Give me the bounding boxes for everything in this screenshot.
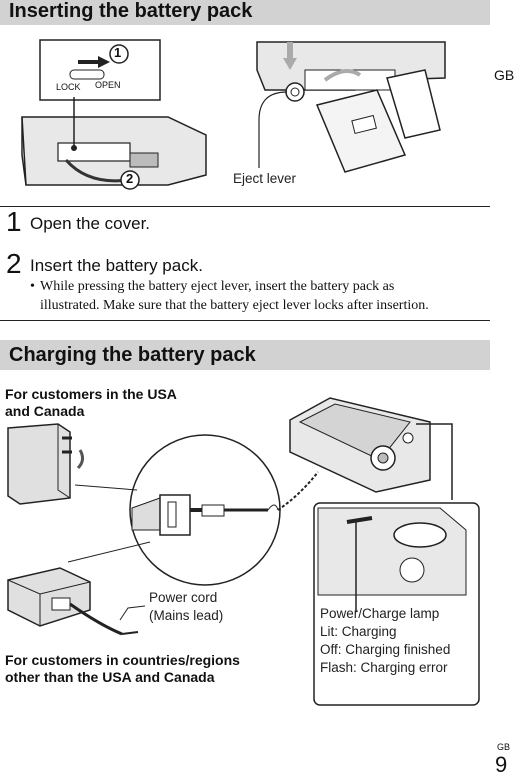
step-1-number: 1	[6, 206, 22, 237]
usa-label-line-2: and Canada	[5, 403, 85, 419]
section-header-inserting: Inserting the battery pack	[0, 0, 490, 25]
other-label-line-2: other than the USA and Canada	[5, 669, 215, 685]
divider-top	[0, 206, 490, 207]
lamp-label-line-1: Power/Charge lamp	[320, 606, 440, 621]
lamp-label-line-2: Lit: Charging	[320, 624, 397, 639]
usa-label-line-1: For customers in the USA	[5, 386, 177, 402]
figure-charging	[7, 397, 480, 706]
other-label-line-1: For customers in countries/regions	[5, 652, 240, 668]
section-title: Charging the battery pack	[9, 344, 256, 366]
open-label: OPEN	[95, 80, 121, 90]
figure-open-cover	[21, 39, 207, 190]
note-bullet: •	[30, 279, 35, 294]
callout-2: 2	[126, 171, 134, 186]
power-cord-line-2: (Mains lead)	[149, 608, 224, 623]
eject-lever-label: Eject lever	[233, 171, 297, 186]
callout-1: 1	[114, 45, 122, 60]
page-number: 9	[495, 752, 508, 777]
side-tab-gb: GB	[494, 67, 515, 83]
step-2-text: Insert the battery pack.	[30, 256, 203, 275]
step-1-text: Open the cover.	[30, 214, 151, 233]
section-title: Inserting the battery pack	[9, 0, 253, 22]
footer-region: GB	[497, 742, 511, 752]
lamp-label-line-4: Flash: Charging error	[320, 660, 448, 675]
note-line-1: While pressing the battery eject lever, …	[40, 279, 395, 294]
note-line-2: illustrated. Make sure that the battery …	[40, 298, 429, 313]
step-2-number: 2	[6, 248, 22, 279]
section-header-charging: Charging the battery pack	[0, 340, 490, 370]
lamp-label-line-3: Off: Charging finished	[320, 642, 451, 657]
lock-label: LOCK	[56, 82, 81, 92]
power-cord-line-1: Power cord	[149, 590, 218, 605]
divider-bottom	[0, 320, 490, 321]
figure-insert-battery	[256, 41, 446, 173]
